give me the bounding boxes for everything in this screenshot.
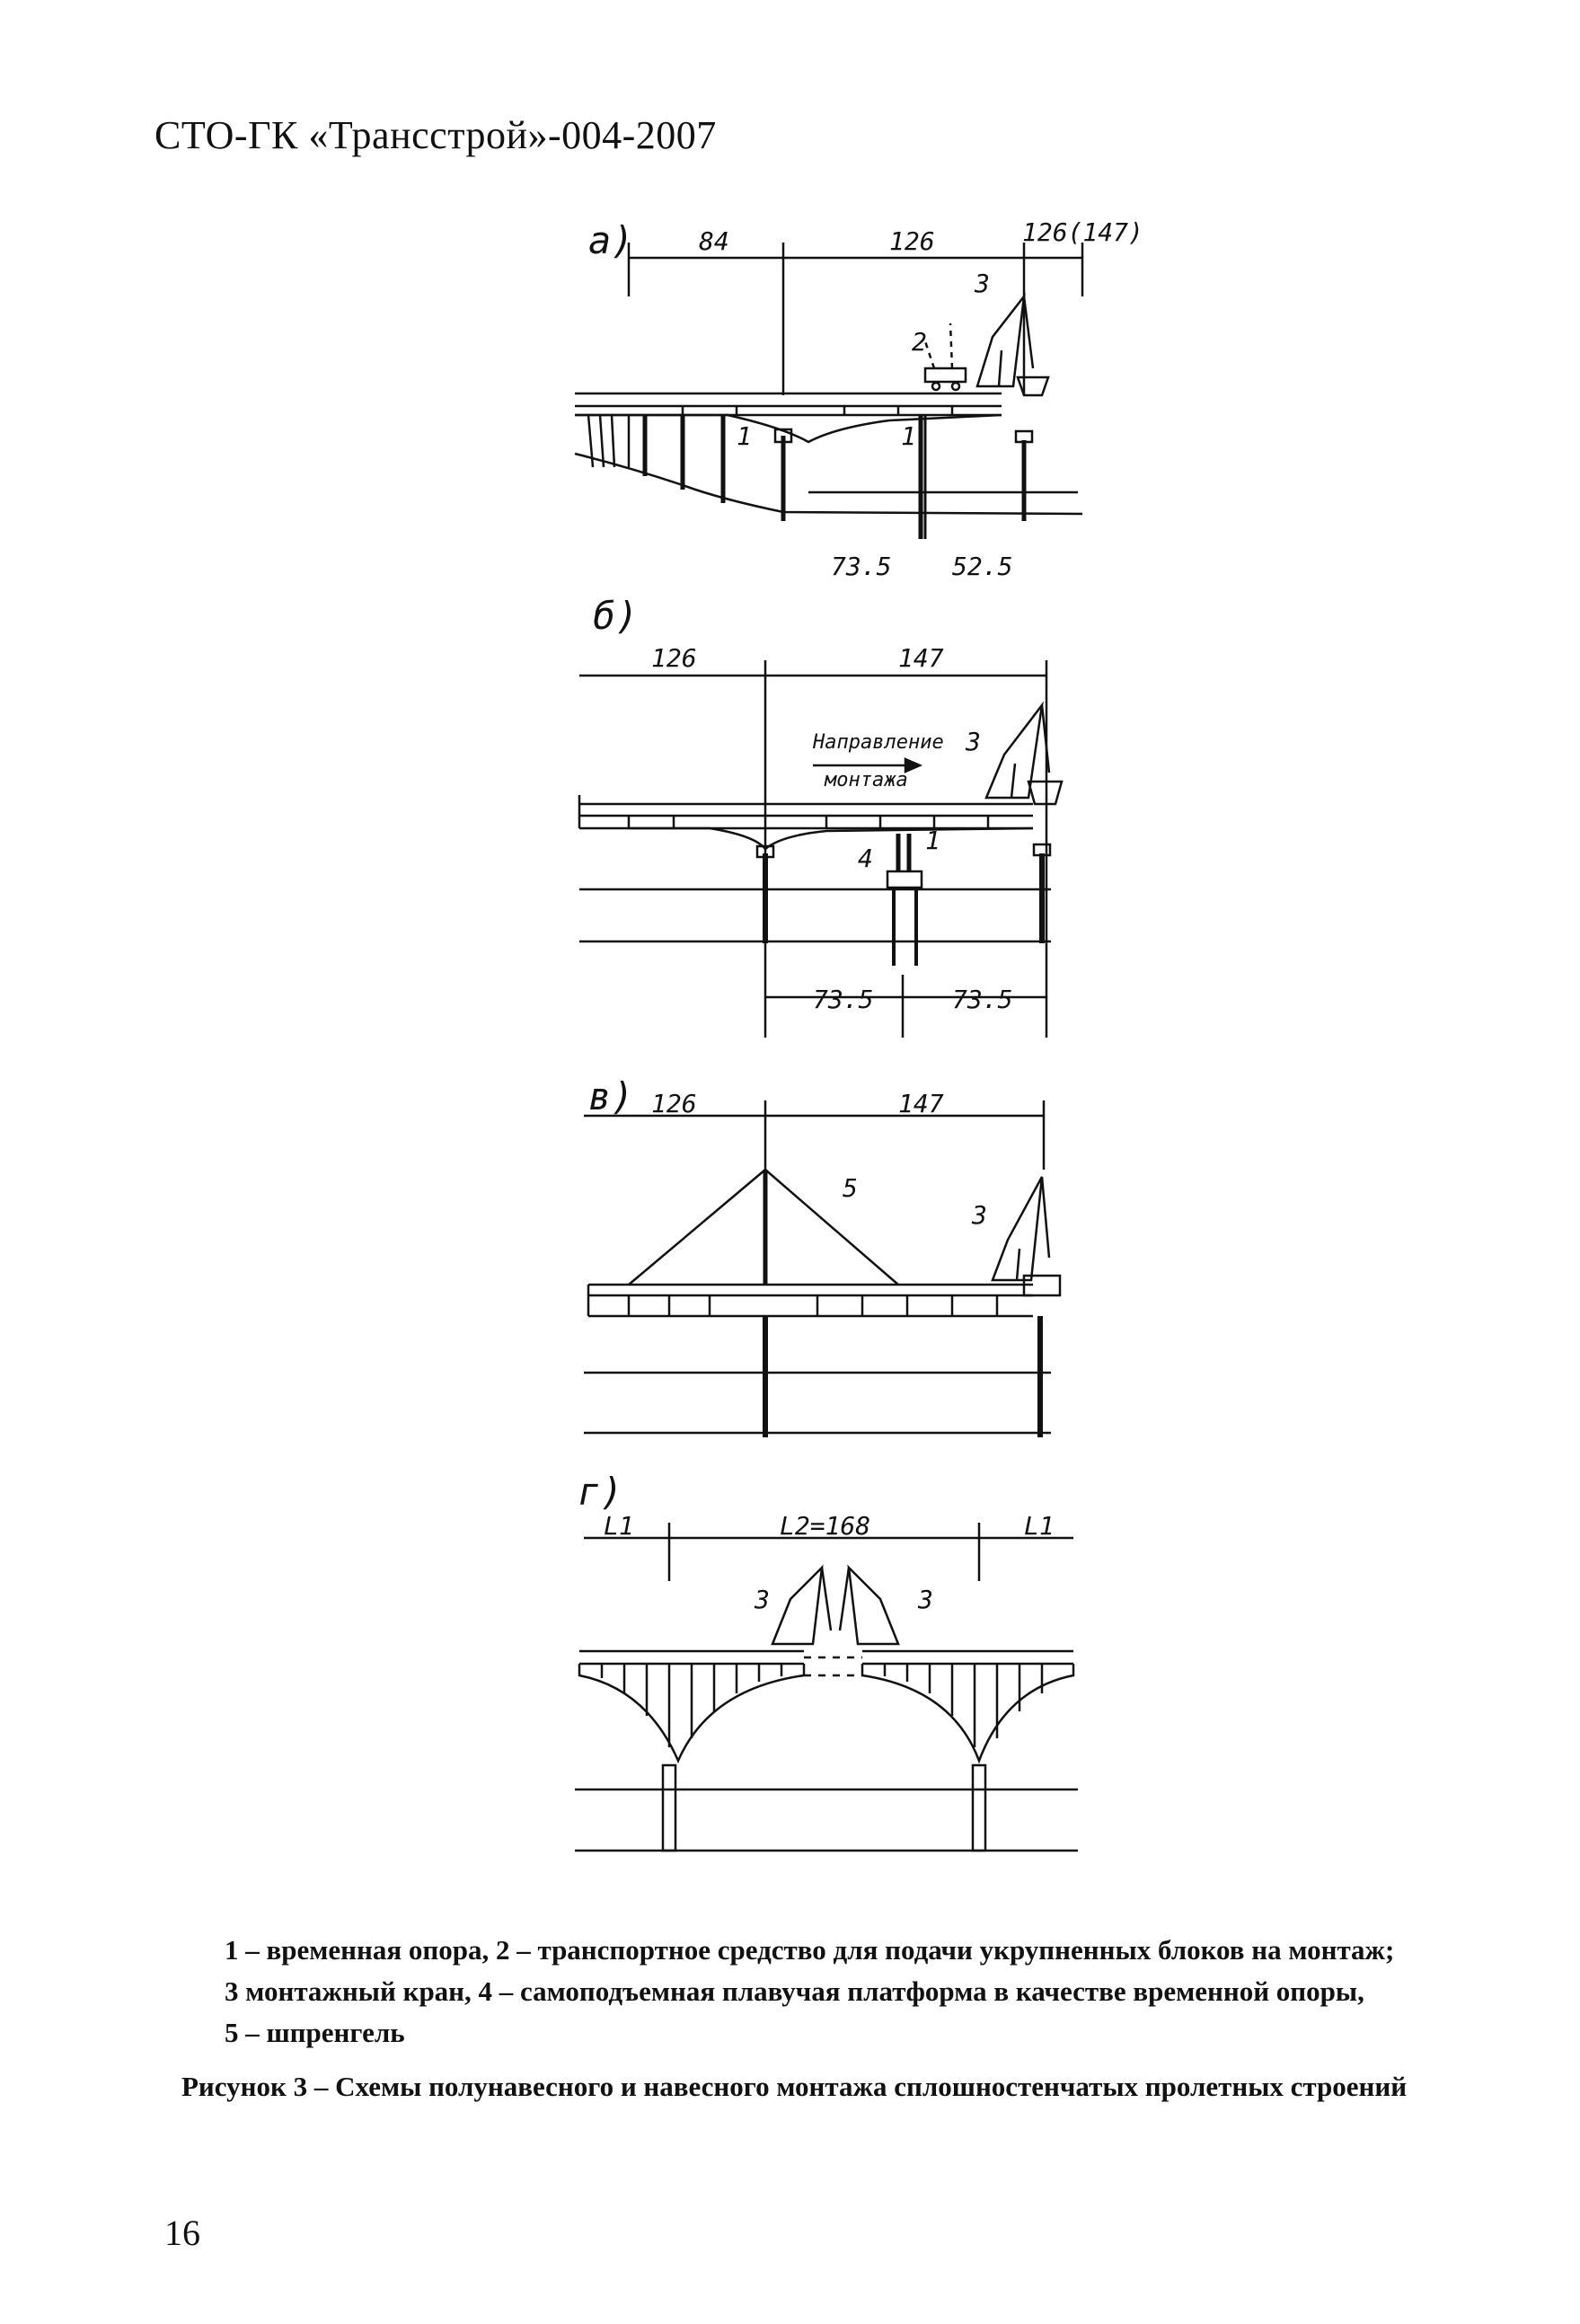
scheme-g-span-2: L2=168: [780, 1511, 870, 1541]
scheme-g-span-3: L1: [1024, 1511, 1055, 1541]
legend-line-1: 1 – временная опора, 2 – транспортное ср…: [225, 1934, 1395, 1966]
scheme-b-callout-3: 3: [965, 727, 981, 756]
scheme-v-span-2: 147: [898, 1089, 944, 1118]
scheme-b-span-1: 126: [651, 643, 697, 673]
legend-line-2: 3 монтажный кран, 4 – самоподъемная плав…: [225, 1975, 1364, 2007]
scheme-a-callout-2: 2: [912, 327, 927, 357]
scheme-g-callout-3-right: 3: [917, 1585, 933, 1614]
scheme-b-callout-1: 1: [925, 826, 940, 855]
scheme-v-span-1: 126: [651, 1089, 697, 1118]
scheme-a-callout-1: 1: [737, 421, 752, 451]
scheme-a-callout-1b: 1: [901, 421, 916, 451]
scheme-b: [578, 660, 1064, 1038]
scheme-v-callout-3: 3: [971, 1200, 987, 1230]
page-number: 16: [164, 2213, 200, 2253]
scheme-b-direction-line1: Направление: [812, 731, 944, 754]
scheme-b-span-2: 147: [898, 643, 944, 673]
scheme-a-span-bottom-1: 73.5: [831, 552, 891, 581]
scheme-b-span-bottom-1: 73.5: [813, 985, 873, 1014]
scheme-b-direction-line2: монтажа: [824, 769, 908, 791]
scheme-g-callout-3-left: 3: [754, 1585, 770, 1614]
scheme-v-letter: в): [588, 1074, 634, 1118]
scheme-b-letter: б): [593, 594, 639, 638]
scheme-g-span-1: L1: [604, 1511, 634, 1541]
scheme-a-span-1: 84: [699, 226, 729, 256]
scheme-g: [575, 1523, 1078, 1852]
scheme-a-span-3: 126(147): [1022, 217, 1143, 247]
scheme-b-callout-4: 4: [858, 844, 873, 873]
scheme-a-callout-3: 3: [974, 269, 990, 298]
scheme-a: [574, 243, 1084, 539]
scheme-a-letter: a): [588, 218, 634, 262]
document-header: СТО-ГК «Трансстрой»-004-2007: [154, 113, 717, 157]
scheme-b-span-bottom-2: 73.5: [952, 985, 1012, 1014]
scheme-a-span-bottom-2: 52.5: [952, 552, 1012, 581]
scheme-v-callout-5: 5: [843, 1173, 858, 1203]
scheme-v: [584, 1100, 1062, 1437]
figure-legend: 1 – временная опора, 2 – транспортное ср…: [225, 1930, 1394, 2054]
scheme-a-span-2: 126: [889, 226, 935, 256]
legend-line-3: 5 – шпренгель: [225, 2017, 405, 2048]
scheme-g-letter: г): [578, 1470, 623, 1514]
figure-caption: Рисунок 3 – Схемы полунавесного и навесн…: [181, 2071, 1408, 2102]
